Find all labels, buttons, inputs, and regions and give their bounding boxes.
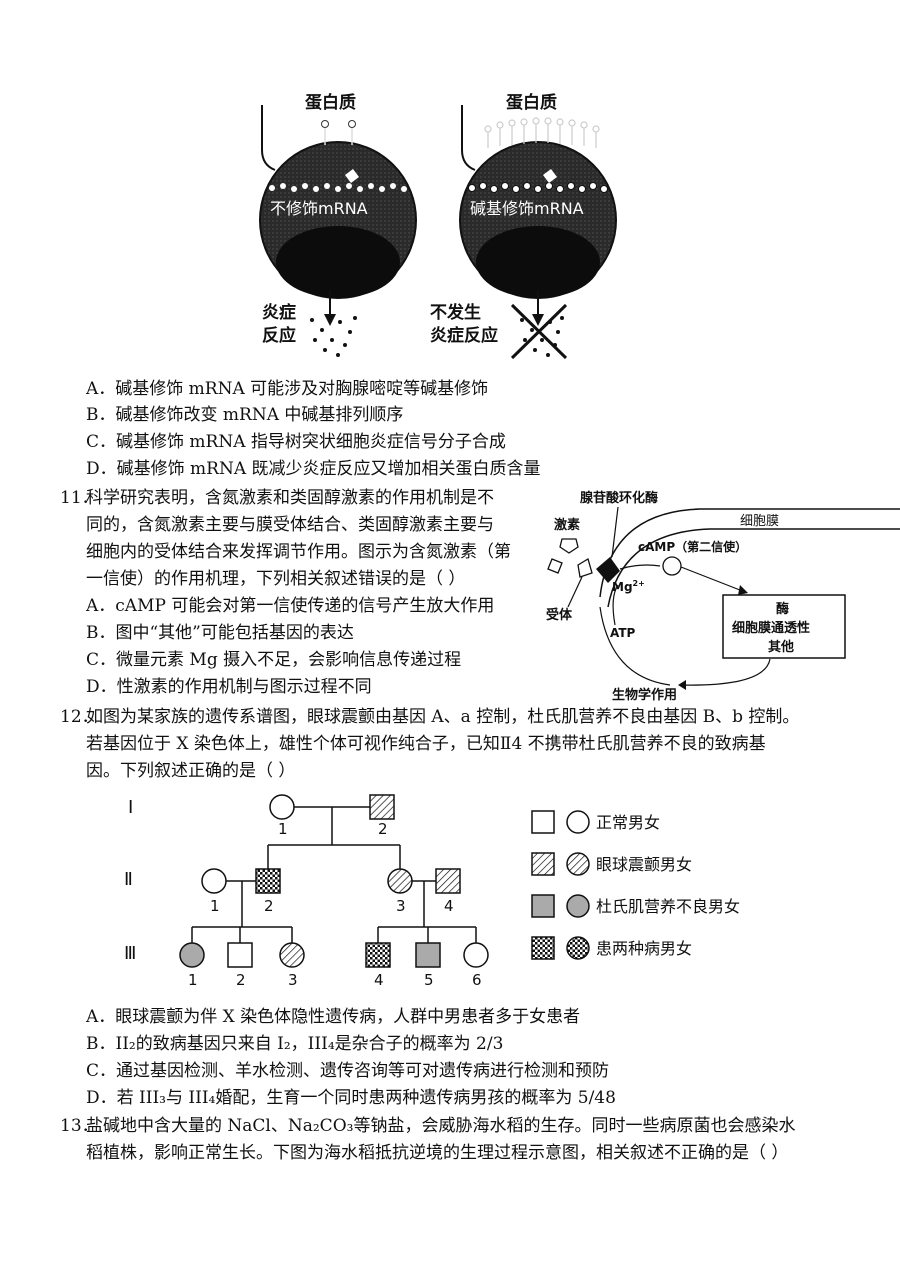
gen-label-1: Ⅰ bbox=[128, 797, 133, 818]
enzyme-icon bbox=[596, 557, 620, 583]
iii2-id: 2 bbox=[236, 971, 246, 989]
q12-option-b: B．II₂的致病基因只来自 I₂，III₄是杂合子的概率为 2/3 bbox=[86, 1034, 504, 1054]
gen-label-3: Ⅲ bbox=[124, 943, 136, 964]
legend-nystagmus: 眼球震颤男女 bbox=[596, 855, 692, 874]
q11-stem-1: 科学研究表明，含氮激素和类固醇激素的作用机制是不 bbox=[86, 488, 494, 508]
receptor-label: 受体 bbox=[546, 607, 573, 623]
camp-icon bbox=[662, 556, 682, 576]
left-mrna-label: 不修饰mRNA bbox=[270, 199, 368, 218]
pedigree-chart: Ⅰ Ⅱ Ⅲ 1 2 1 2 3 4 1 2 3 4 5 6 正常男女 bbox=[124, 794, 740, 989]
box-line3: 其他 bbox=[768, 639, 794, 655]
q12-stem-3: 因。下列叙述正确的是（ ） bbox=[86, 761, 296, 781]
legend-dmd: 杜氏肌营养不良男女 bbox=[596, 897, 740, 916]
effect-box bbox=[722, 594, 846, 659]
legend-both: 患两种病男女 bbox=[596, 939, 692, 958]
q12-stem-1: 如图为某家族的遗传系谱图，眼球震颤由基因 A、a 控制，杜氏肌营养不良由基因 B… bbox=[86, 707, 800, 727]
iii1-id: 1 bbox=[188, 971, 198, 989]
q11-stem-2: 同的，含氮激素主要与膜受体结合、类固醇激素主要与 bbox=[86, 515, 494, 535]
q10-option-c: C．碱基修饰 mRNA 指导树突状细胞炎症信号分子合成 bbox=[86, 432, 506, 452]
hormone-icon bbox=[559, 538, 579, 554]
i1-female-normal bbox=[269, 794, 295, 820]
iii4-male-both bbox=[365, 942, 391, 968]
q11-stem-3: 细胞内的受体结合来发挥调节作用。图示为含氮激素（第 bbox=[86, 542, 511, 562]
legend-normal: 正常男女 bbox=[596, 813, 660, 832]
right-result-line2: 炎症反应 bbox=[430, 325, 498, 346]
protein-label-left: 蛋白质 bbox=[305, 92, 356, 113]
unmodified-cell: 蛋白质 不修饰mRNA 炎症 反应 bbox=[259, 92, 417, 357]
q11-option-c: C．微量元素 Mg 摄入不足，会影响信息传递过程 bbox=[86, 650, 462, 670]
iii3-id: 3 bbox=[288, 971, 298, 989]
ii1-id: 1 bbox=[210, 897, 220, 915]
ii4-male-nystagmus bbox=[435, 868, 461, 894]
q11-option-b: B．图中“其他”可能包括基因的表达 bbox=[86, 623, 354, 643]
q13-stem-1: 盐碱地中含大量的 NaCl、Na₂CO₃等钠盐，会威胁海水稻的生存。同时一些病原… bbox=[86, 1116, 796, 1136]
iii6-female-normal bbox=[463, 942, 489, 968]
iii4-id: 4 bbox=[374, 971, 384, 989]
q13-number: 13． bbox=[60, 1116, 99, 1136]
q10-option-b: B．碱基修饰改变 mRNA 中碱基排列顺序 bbox=[86, 405, 404, 425]
gen-label-2: Ⅱ bbox=[124, 869, 133, 890]
q11-stem-4: 一信使）的作用机理，下列相关叙述错误的是（ ） bbox=[86, 569, 466, 589]
q11-option-a: A．cAMP 可能会对第一信使传递的信号产生放大作用 bbox=[86, 596, 495, 616]
ii1-female-normal bbox=[201, 868, 227, 894]
i2-male-nystagmus bbox=[369, 794, 395, 820]
iii1-female-dmd bbox=[179, 942, 205, 968]
enzyme-label: 腺苷酸环化酶 bbox=[580, 490, 658, 506]
ii4-id: 4 bbox=[444, 897, 454, 915]
q12-number: 12． bbox=[60, 707, 99, 727]
box-line2: 细胞膜通透性 bbox=[732, 620, 810, 636]
iii5-id: 5 bbox=[424, 971, 434, 989]
q10-option-a: A．碱基修饰 mRNA 可能涉及对胸腺嘧啶等碱基修饰 bbox=[86, 379, 489, 399]
box-line1: 酶 bbox=[776, 601, 789, 617]
i1-id: 1 bbox=[278, 820, 288, 838]
camp-label: cAMP（第二信使） bbox=[638, 539, 747, 554]
mg-label: Mg2+ bbox=[612, 579, 645, 594]
membrane-label: 细胞膜 bbox=[740, 514, 779, 529]
modified-cell: 蛋白质 碱基修饰mRNA 不发生 炎症反应 bbox=[430, 92, 617, 360]
iii5-male-dmd bbox=[415, 942, 441, 968]
iii2-male-normal bbox=[227, 942, 253, 968]
q13-stem-2: 稻植株，影响正常生长。下图为海水稻抵抗逆境的生理过程示意图，相关叙述不正确的是（… bbox=[86, 1143, 789, 1163]
hormone-mechanism-diagram: 腺苷酸环化酶 细胞膜 激素 cAMP（第二信使） Mg2+ 受体 ATP 酶 细… bbox=[546, 490, 900, 702]
receptor-icon bbox=[577, 558, 593, 578]
q11-option-d: D．性激素的作用机制与图示过程不同 bbox=[86, 677, 372, 697]
iii3-female-nystagmus bbox=[279, 942, 305, 968]
i2-id: 2 bbox=[378, 820, 388, 838]
q11-number: 11． bbox=[60, 488, 99, 508]
pedigree-legend: 正常男女 眼球震颤男女 杜氏肌营养不良男女 患两种病男女 bbox=[531, 810, 740, 960]
ii3-female-nystagmus bbox=[387, 868, 413, 894]
q12-option-d: D．若 III₃与 III₄婚配，生育一个同时患两种遗传病男孩的概率为 5/48 bbox=[86, 1088, 616, 1108]
ii2-male-both bbox=[255, 868, 281, 894]
mrna-cell-figure: 蛋白质 不修饰mRNA 炎症 反应 蛋白质 bbox=[259, 92, 617, 360]
q10-option-d: D．碱基修饰 mRNA 既减少炎症反应又增加相关蛋白质含量 bbox=[86, 459, 541, 479]
iii6-id: 6 bbox=[472, 971, 482, 989]
left-result-line1: 炎症 bbox=[262, 302, 296, 323]
q12-stem-2: 若基因位于 X 染色体上，雄性个体可视作纯合子，已知Ⅱ4 不携带杜氏肌营养不良的… bbox=[86, 734, 766, 754]
ii3-id: 3 bbox=[396, 897, 406, 915]
hormone-label: 激素 bbox=[554, 517, 580, 533]
protein-label-right: 蛋白质 bbox=[506, 92, 557, 113]
q12-option-c: C．通过基因检测、羊水检测、遗传咨询等可对遗传病进行检测和预防 bbox=[86, 1061, 610, 1081]
ii2-id: 2 bbox=[264, 897, 274, 915]
right-result-line1: 不发生 bbox=[430, 302, 481, 323]
atp-label: ATP bbox=[610, 626, 636, 640]
effect-label: 生物学作用 bbox=[612, 687, 677, 702]
right-mrna-label: 碱基修饰mRNA bbox=[470, 199, 584, 218]
left-result-line2: 反应 bbox=[262, 325, 296, 346]
q12-option-a: A．眼球震颤为伴 X 染色体隐性遗传病，人群中男患者多于女患者 bbox=[86, 1007, 581, 1027]
